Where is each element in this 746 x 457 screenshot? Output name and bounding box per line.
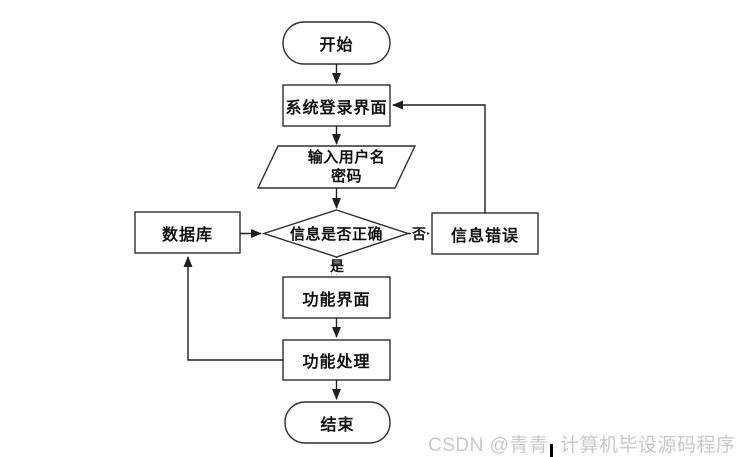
decision-yes-branch-label: 是	[329, 258, 345, 274]
decision-no-branch-label: 否	[411, 226, 427, 242]
end-node-shape	[284, 401, 391, 444]
input-node-shape	[256, 145, 417, 189]
database-node-shape	[134, 211, 241, 254]
text-cursor-bar	[550, 444, 553, 457]
start-node-shape	[282, 21, 391, 65]
login-node-shape	[282, 84, 391, 127]
csdn-watermark: CSDN @青青 计算机毕设源码程序	[428, 435, 736, 456]
error-node-shape	[431, 212, 539, 255]
edge-error-to-login	[392, 100, 486, 213]
func-ui-node-shape	[282, 276, 391, 319]
decision-node-shape	[261, 209, 411, 258]
edge-func-process-to-database	[183, 256, 283, 361]
func-process-node-shape	[282, 339, 391, 381]
